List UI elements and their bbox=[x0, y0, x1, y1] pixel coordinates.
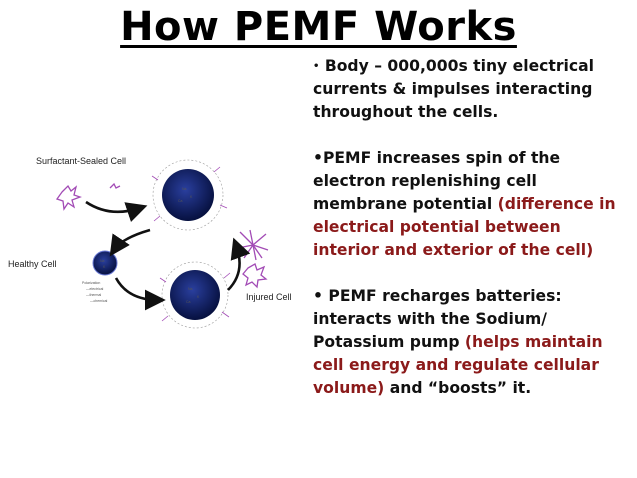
bullet-1-marker: • bbox=[313, 61, 320, 72]
bullet-2-highlight: (difference in electrical potential betw… bbox=[313, 195, 616, 259]
bullet-text-column: • Body – 000,000s tiny electrical curren… bbox=[313, 55, 631, 400]
bullet-3-text: PEMF recharges batteries: interacts with… bbox=[313, 287, 562, 351]
healthy-cell: Na K Polarization —electrical —thermal —… bbox=[82, 250, 118, 303]
svg-text:Ca: Ca bbox=[178, 199, 183, 203]
bullet-2-text: PEMF increases spin of the electron repl… bbox=[313, 149, 561, 213]
svg-text:Ca: Ca bbox=[186, 300, 191, 304]
bullet-3-marker: • bbox=[313, 287, 323, 305]
purple-molecule-icon-2 bbox=[242, 263, 268, 289]
svg-text:—chemical: —chemical bbox=[90, 299, 108, 303]
injured-cell: Na K Ca bbox=[159, 261, 231, 329]
purple-burst-icon bbox=[237, 229, 269, 261]
bullet-1-text: Body – 000,000s tiny electrical currents… bbox=[313, 57, 594, 121]
surfactant-sealed-cell: Na K Ca bbox=[151, 159, 228, 231]
svg-text:K: K bbox=[103, 265, 106, 269]
slide-title-text: How PEMF Works bbox=[120, 4, 517, 50]
svg-text:Na: Na bbox=[100, 259, 105, 263]
svg-text:K: K bbox=[190, 195, 193, 199]
svg-text:Polarization: Polarization bbox=[82, 281, 100, 285]
svg-text:—electrical: —electrical bbox=[86, 287, 104, 291]
label-surfactant-sealed-cell: Surfactant-Sealed Cell bbox=[36, 156, 126, 166]
bullet-2-marker: • bbox=[313, 149, 323, 167]
svg-text:—thermal: —thermal bbox=[86, 293, 101, 297]
label-injured-cell: Injured Cell bbox=[246, 292, 292, 302]
bullet-3: • PEMF recharges batteries: interacts wi… bbox=[313, 285, 631, 400]
svg-text:K: K bbox=[197, 295, 200, 299]
purple-molecule-icon bbox=[55, 182, 121, 211]
bullet-3-tail: and “boosts” it. bbox=[384, 379, 532, 397]
svg-text:Na: Na bbox=[188, 287, 193, 291]
svg-text:Na: Na bbox=[182, 187, 187, 191]
bullet-1: • Body – 000,000s tiny electrical curren… bbox=[313, 55, 631, 124]
slide-title: How PEMF Works bbox=[0, 0, 637, 50]
label-healthy-cell: Healthy Cell bbox=[8, 259, 57, 269]
bullet-3-highlight: (helps maintain cell energy and regulate… bbox=[313, 333, 603, 397]
cycle-arrows bbox=[85, 200, 251, 311]
cell-cycle-diagram: Surfactant-Sealed Cell Healthy Cell Inju… bbox=[8, 156, 292, 329]
bullet-2: •PEMF increases spin of the electron rep… bbox=[313, 147, 631, 262]
